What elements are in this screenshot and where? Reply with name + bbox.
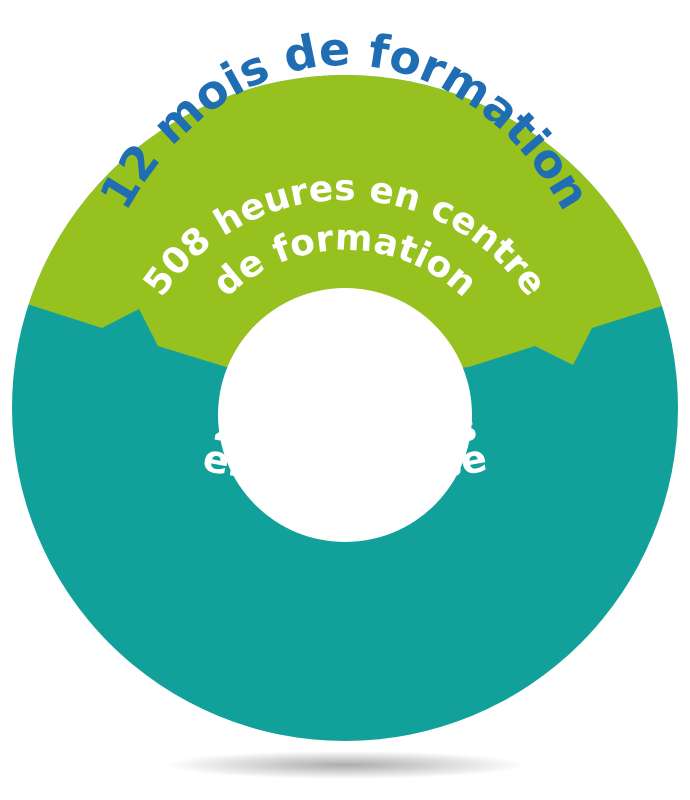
donut-hole: [218, 288, 472, 542]
drop-shadow: [165, 751, 525, 779]
